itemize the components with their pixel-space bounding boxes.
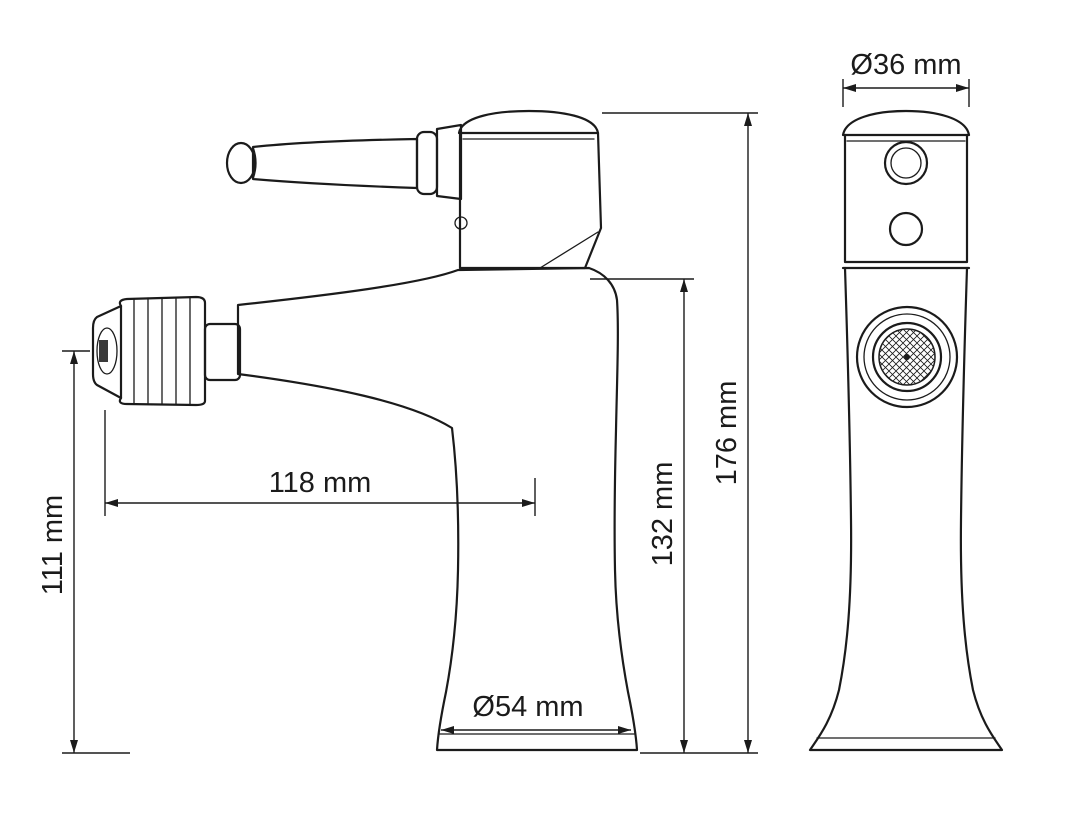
body-outline <box>236 266 639 752</box>
front-aerator-center-dot <box>904 354 910 360</box>
dim-spout-reach-label: 118 mm <box>269 467 372 499</box>
aerator-outlet <box>96 327 118 375</box>
front-cap <box>841 109 971 137</box>
dim-body-height-label: 132 mm <box>647 462 679 567</box>
set-screw-icon <box>454 216 468 230</box>
side-view <box>91 109 639 752</box>
front-body-outline <box>808 266 1004 752</box>
aerator-outlet-slot <box>99 340 108 362</box>
dim-spout-reach: 118 mm <box>104 410 536 516</box>
dim-base-diameter-label: Ø54 mm <box>472 691 583 723</box>
head-cap <box>457 109 600 135</box>
dim-top-diameter: Ø36 mm <box>842 49 970 107</box>
dim-top-diameter-label: Ø36 mm <box>850 49 961 81</box>
front-aerator-inner-ring <box>871 321 943 393</box>
dim-body-height: 132 mm <box>590 278 694 753</box>
dim-overall-height-label: 176 mm <box>711 381 743 486</box>
dim-base-diameter: Ø54 mm <box>441 691 631 734</box>
handle-collar-ring <box>415 130 439 196</box>
handle-knob <box>225 141 257 185</box>
dim-outlet-height-label: 111 mm <box>37 495 69 595</box>
handle-boss-outer-circle <box>883 140 929 186</box>
aerator-body <box>118 295 207 407</box>
dim-outlet-height: 111 mm <box>37 350 130 754</box>
handle-shaft <box>251 137 419 190</box>
head-crease <box>539 231 599 269</box>
spout-aerator <box>91 295 242 407</box>
front-aerator-mid-ring <box>863 313 951 401</box>
front-view <box>808 109 1004 752</box>
front-aerator-outer-ring <box>855 305 959 409</box>
handle-lever <box>225 123 463 201</box>
head-body <box>458 131 603 270</box>
front-upper-body <box>843 133 969 264</box>
handle-collar-flare <box>435 123 463 201</box>
index-button-circle <box>888 211 924 247</box>
front-aerator <box>855 305 959 409</box>
handle-boss-inner-circle <box>890 147 922 179</box>
aerator-nose <box>91 304 123 400</box>
faucet-body <box>236 266 639 752</box>
dim-overall-height: 176 mm <box>602 112 758 754</box>
aerator-connector <box>203 322 242 382</box>
faucet-head <box>454 109 603 270</box>
dimension-annotations: Ø36 mm 176 mm 132 mm 118 mm 111 mm <box>37 49 970 754</box>
